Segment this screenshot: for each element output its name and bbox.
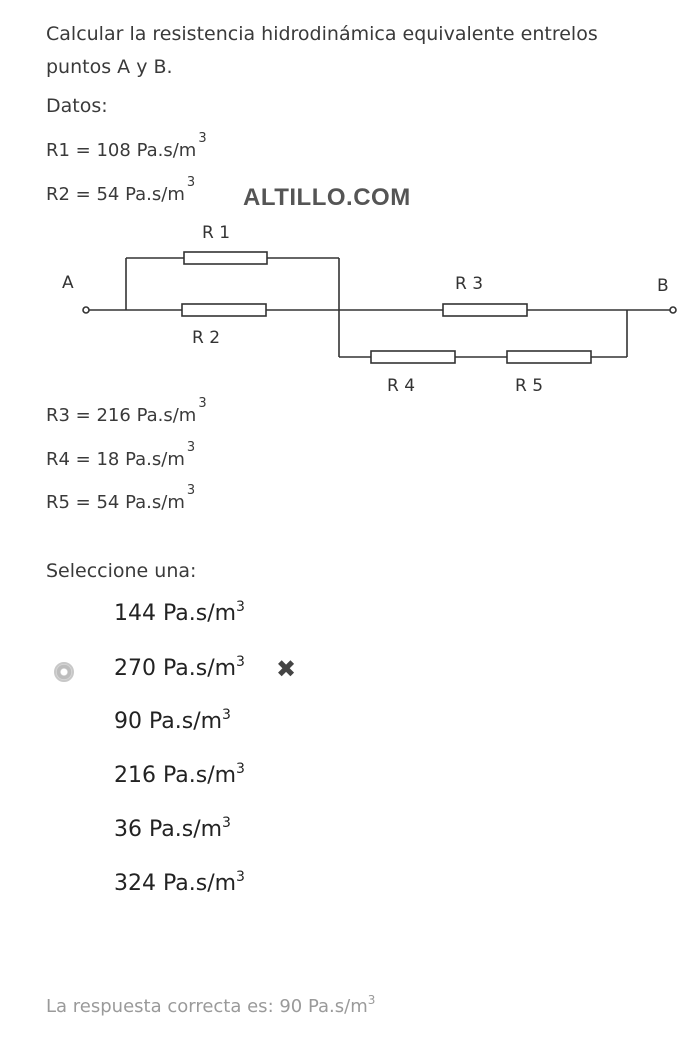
feedback-text: La respuesta correcta es: 90 Pa.s/m bbox=[46, 996, 368, 1017]
resistor-r1 bbox=[183, 251, 268, 265]
answer-option-2[interactable]: 270 Pa.s/m3 ✖ bbox=[0, 650, 700, 700]
value-r4-exponent: 3 bbox=[186, 440, 196, 455]
question-text: Calcular la resistencia hidrodinámica eq… bbox=[46, 23, 598, 78]
answer-option-1[interactable]: 144 Pa.s/m3 bbox=[0, 595, 700, 645]
value-r1-exponent: 3 bbox=[198, 131, 207, 146]
answer-option-5[interactable]: 36 Pa.s/m3 bbox=[0, 811, 700, 861]
answer-option-3[interactable]: 90 Pa.s/m3 bbox=[0, 703, 700, 753]
value-r4: R4 = 18 Pa.s/m3 bbox=[46, 440, 195, 470]
value-r3-exponent: 3 bbox=[198, 396, 207, 411]
value-r4-text: R4 = 18 Pa.s/m bbox=[46, 449, 185, 470]
label-r5: R 5 bbox=[515, 376, 543, 395]
value-r1: R1 = 108 Pa.s/m3 bbox=[46, 131, 207, 161]
value-r3: R3 = 216 Pa.s/m3 bbox=[46, 396, 207, 426]
label-node-b: B bbox=[657, 276, 669, 296]
answer-option-3-label[interactable]: 90 Pa.s/m3 bbox=[114, 707, 231, 734]
resistor-r4 bbox=[370, 350, 456, 364]
select-one-label: Seleccione una: bbox=[46, 560, 197, 582]
label-r1: R 1 bbox=[202, 223, 230, 243]
answer-option-5-label[interactable]: 36 Pa.s/m3 bbox=[114, 815, 231, 842]
terminal-b bbox=[669, 306, 677, 314]
value-r2-text: R2 = 54 Pa.s/m bbox=[46, 184, 185, 205]
value-r5-text: R5 = 54 Pa.s/m bbox=[46, 492, 185, 513]
value-r2: R2 = 54 Pa.s/m3 bbox=[46, 175, 195, 205]
answer-option-6[interactable]: 324 Pa.s/m3 bbox=[0, 865, 700, 915]
value-r3-text: R3 = 216 Pa.s/m bbox=[46, 405, 197, 426]
answer-option-2-label[interactable]: 270 Pa.s/m3 bbox=[114, 654, 245, 681]
resistor-r2 bbox=[181, 303, 267, 317]
value-r2-exponent: 3 bbox=[186, 175, 196, 190]
answer-option-4-label[interactable]: 216 Pa.s/m3 bbox=[114, 761, 245, 788]
watermark: ALTILLO.COM bbox=[243, 184, 411, 211]
resistor-r5 bbox=[506, 350, 592, 364]
label-node-a: A bbox=[62, 273, 74, 293]
feedback-exponent: 3 bbox=[367, 993, 376, 1007]
answer-radio-selected[interactable] bbox=[54, 662, 74, 682]
correct-answer-feedback: La respuesta correcta es: 90 Pa.s/m3 bbox=[46, 993, 376, 1017]
circuit-diagram: A B R 1 R 2 R 3 R 4 R 5 bbox=[62, 223, 677, 395]
resistor-r3 bbox=[442, 303, 528, 317]
value-r5-exponent: 3 bbox=[186, 483, 196, 498]
answer-option-4[interactable]: 216 Pa.s/m3 bbox=[0, 757, 700, 807]
label-r2: R 2 bbox=[192, 328, 220, 348]
value-r5: R5 = 54 Pa.s/m3 bbox=[46, 483, 195, 513]
datos-label: Datos: bbox=[46, 95, 108, 117]
answer-option-1-label[interactable]: 144 Pa.s/m3 bbox=[114, 599, 245, 626]
terminal-a bbox=[82, 306, 90, 314]
answer-option-6-label[interactable]: 324 Pa.s/m3 bbox=[114, 869, 245, 896]
label-r4: R 4 bbox=[387, 376, 415, 395]
label-r3: R 3 bbox=[455, 274, 483, 294]
value-r1-text: R1 = 108 Pa.s/m bbox=[46, 140, 197, 161]
incorrect-icon: ✖ bbox=[276, 655, 297, 683]
